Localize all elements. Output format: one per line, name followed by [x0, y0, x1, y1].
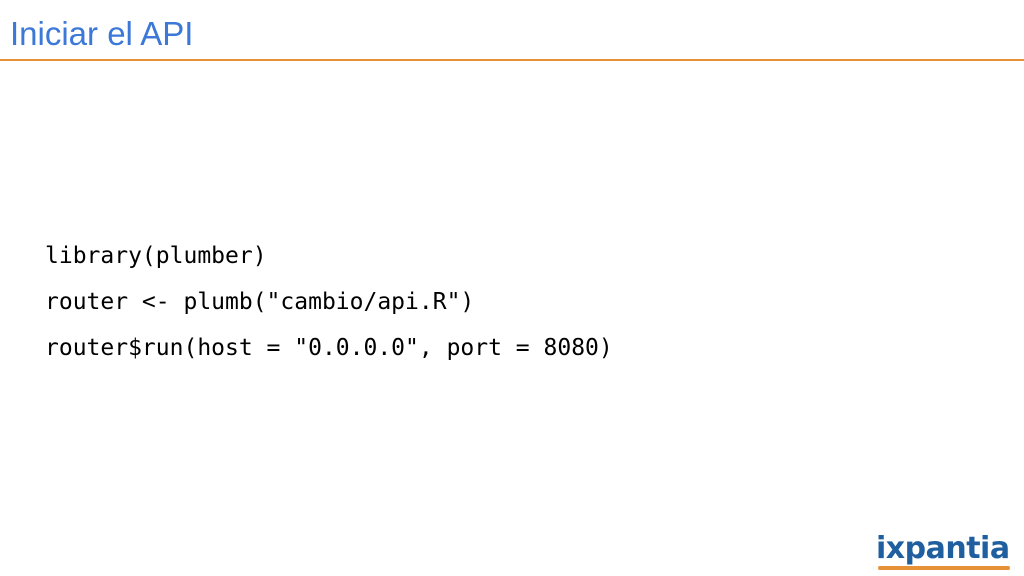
code-line: router$run(host = "0.0.0.0", port = 8080… [45, 335, 613, 361]
slide-title: Iniciar el API [10, 15, 194, 52]
ixpantia-logo: ixpantia [876, 531, 1012, 571]
code-block: library(plumber) router <- plumb("cambio… [45, 233, 613, 371]
code-line: router <- plumb("cambio/api.R") [45, 289, 475, 315]
logo-underline [878, 566, 1010, 570]
logo-text: ixpantia [876, 531, 1010, 566]
code-line: library(plumber) [45, 243, 267, 269]
title-divider [0, 59, 1024, 61]
